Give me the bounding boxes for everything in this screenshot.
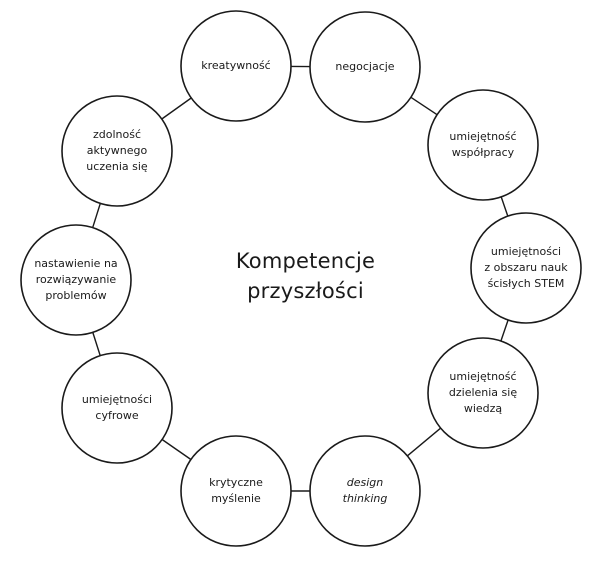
node-circle — [181, 11, 291, 121]
node-circle — [310, 436, 420, 546]
connector-line — [93, 332, 100, 355]
node-circle — [62, 96, 172, 206]
connector-line — [162, 98, 191, 119]
connector-line — [93, 203, 101, 227]
node-circle — [428, 90, 538, 200]
node-circle — [471, 213, 581, 323]
connector-line — [162, 440, 191, 460]
node-circle — [428, 338, 538, 448]
center-title: Kompetencje przyszłości — [203, 246, 408, 306]
node-circle — [310, 12, 420, 122]
connector-line — [501, 197, 508, 216]
connector-line — [501, 320, 508, 341]
connector-line — [407, 428, 440, 456]
node-circle — [181, 436, 291, 546]
connector-line — [411, 97, 437, 114]
node-circle — [62, 353, 172, 463]
node-circle — [21, 225, 131, 335]
